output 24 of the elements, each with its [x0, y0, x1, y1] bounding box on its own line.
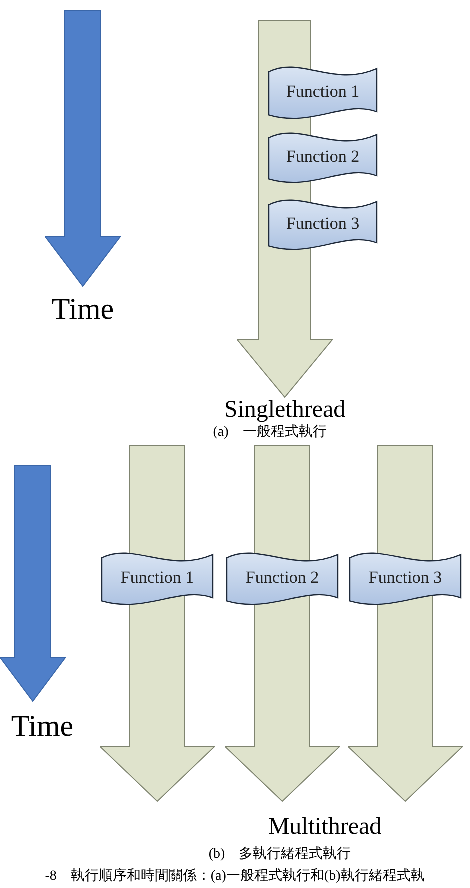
- function-banner: [226, 550, 339, 606]
- function-label: Function 3: [368, 567, 442, 590]
- arrow-caption: Singlethread: [223, 398, 347, 422]
- function-banner: [268, 64, 378, 120]
- figure-caption: -8 執行順序和時間關係：(a)一般程式執行和(b)執行緒程式執: [44, 868, 426, 886]
- arrow-caption: Time: [10, 712, 75, 742]
- thread-arrow: [100, 445, 215, 802]
- diagram-label: Multithread: [267, 813, 383, 842]
- function-banner: [349, 550, 462, 606]
- subfigure-caption: (a) 一般程式執行: [212, 424, 328, 442]
- function-label: Function 3: [286, 213, 360, 236]
- function-label: Function 2: [246, 567, 320, 590]
- subfigure-caption: (b) 多執行緒程式執行: [208, 846, 352, 864]
- thread-arrow: [348, 445, 463, 802]
- function-label: Function 1: [120, 567, 194, 590]
- thread-arrow: [225, 445, 340, 802]
- function-banner: [268, 197, 378, 251]
- time-arrow: [0, 465, 66, 702]
- function-label: Function 2: [286, 146, 360, 168]
- time-arrow: [45, 10, 121, 287]
- function-banner: [268, 130, 378, 184]
- arrow-caption: Time: [50, 295, 116, 325]
- function-banner: [101, 550, 214, 606]
- function-label: Function 1: [286, 81, 360, 104]
